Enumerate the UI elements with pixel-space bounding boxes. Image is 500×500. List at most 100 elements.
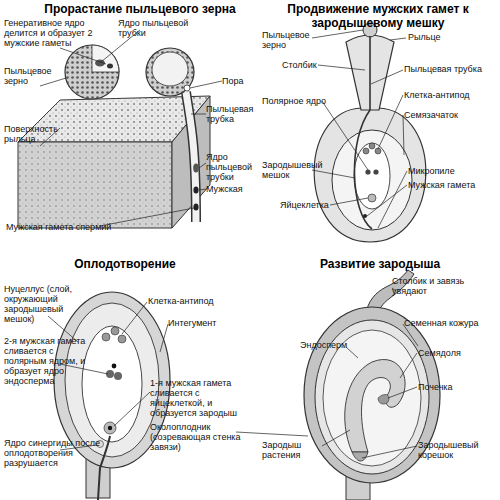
leader-line xyxy=(322,430,350,446)
stigma-block xyxy=(18,96,210,228)
part-label: Пыльцевое зерно xyxy=(4,66,59,86)
part-label: Семядоля xyxy=(418,348,488,358)
part-label: Столбик и завязь увядают xyxy=(392,276,496,296)
leader-line xyxy=(114,392,150,426)
panel-heading: Продвижение мужских гамет к зародышевому… xyxy=(262,3,494,31)
part-label: Мужская гамета спермий xyxy=(6,222,136,232)
part-label: Зародышевый мешок xyxy=(262,160,317,180)
part-label: Клетка-антипод xyxy=(148,296,238,306)
leader-line xyxy=(403,115,404,155)
leader-line xyxy=(160,324,168,352)
part-label: Интегумент xyxy=(168,318,238,328)
part-label: Почечка xyxy=(418,382,488,392)
part-label: Зародышевый корешок xyxy=(418,440,496,460)
part-label: Поверхность рыльца xyxy=(4,124,64,144)
part-label: Семенная кожура xyxy=(404,318,494,328)
panel-heading: Оплодотворение xyxy=(40,258,210,272)
pollen-grain xyxy=(146,48,194,96)
part-label: Пыльцевое зерно xyxy=(262,30,314,50)
part-label: 1-я мужская гамета сливается с яйцеклетк… xyxy=(150,378,248,418)
leader-line xyxy=(322,101,368,170)
pollen-spikes xyxy=(65,45,119,99)
leader-line xyxy=(330,198,368,205)
leader-line xyxy=(190,81,222,88)
leader-lines-panel-4 xyxy=(236,288,418,458)
leader-lines-panel-2 xyxy=(312,30,407,228)
leader-line xyxy=(60,48,106,64)
pollen-grain-left xyxy=(65,45,119,99)
leader-lines-panel-1 xyxy=(40,30,222,226)
part-label: Эндосперм xyxy=(300,340,360,350)
part-label: Нуцеллус (слой, окружающий зародышевый м… xyxy=(4,284,96,324)
egg-cell xyxy=(104,422,116,434)
part-label: Пора xyxy=(222,76,252,86)
panel-heading: Прорастание пыльцевого зерна xyxy=(40,3,240,17)
leader-line xyxy=(122,302,147,334)
egg-cell xyxy=(368,194,376,202)
leader-line xyxy=(378,171,407,228)
part-label: Ядро пыльцевой трубки xyxy=(118,18,218,38)
pollen-pore xyxy=(184,85,190,91)
part-label: Пыльцевая трубка xyxy=(206,104,250,124)
leader-line xyxy=(362,446,417,458)
antipodal-cell xyxy=(363,148,369,154)
leader-line xyxy=(371,70,403,84)
male-gamete xyxy=(193,204,198,211)
part-label: Ядро пыльцевой трубки xyxy=(206,152,250,182)
leader-line xyxy=(312,170,355,178)
pollen-grain xyxy=(65,45,119,99)
pollen-spikes xyxy=(146,48,194,96)
part-label: 2-я мужская гамета сливается с полярным … xyxy=(4,336,94,386)
stigma-front-face xyxy=(18,142,172,228)
part-label: Мужская xyxy=(206,184,250,194)
part-label: Мужская гамета xyxy=(408,180,493,190)
part-label: Околоплодник (созревающая стенка завязи) xyxy=(150,422,248,452)
part-label: Семязачаток xyxy=(404,110,494,120)
leader-line xyxy=(199,189,206,190)
nucellus xyxy=(65,303,159,457)
part-label: Яйцеклетка xyxy=(280,200,340,210)
pollen-tube-wall xyxy=(186,92,196,222)
tube-nucleus xyxy=(193,164,199,173)
pollen-grain-right xyxy=(146,48,199,222)
leader-line xyxy=(312,30,363,38)
radicle xyxy=(352,452,368,461)
leader-line xyxy=(390,38,406,40)
part-label: Полярное ядро xyxy=(262,96,342,106)
leader-line xyxy=(388,387,417,398)
leader-line xyxy=(346,347,358,358)
antipodal-cell xyxy=(118,335,126,343)
pollen-section xyxy=(152,52,188,86)
polar-nucleus xyxy=(365,169,370,174)
embryo-sac xyxy=(354,143,390,209)
male-gamete xyxy=(108,426,112,430)
pollen-tube xyxy=(186,92,196,222)
pistil xyxy=(314,23,426,242)
part-label: Генеративное ядро делится и образует 2 м… xyxy=(4,18,104,48)
polar-nucleus xyxy=(373,169,378,174)
leader-line xyxy=(236,432,308,436)
ovule xyxy=(332,130,412,230)
antipodal-cell xyxy=(111,327,119,335)
leader-line xyxy=(100,208,194,226)
part-label: Клетка-антипод xyxy=(404,90,494,100)
part-label: Рыльце xyxy=(408,32,468,42)
antipodal-cell xyxy=(102,333,110,341)
plumule xyxy=(378,395,389,405)
part-label: Микропиле xyxy=(408,166,488,176)
male-gamete xyxy=(363,214,367,218)
leader-line xyxy=(199,163,206,168)
leader-line xyxy=(191,114,206,115)
polar-nucleus xyxy=(114,372,122,380)
leader-line xyxy=(378,95,403,149)
panel-heading: Развитие зародыша xyxy=(290,258,470,272)
leader-line xyxy=(400,353,417,378)
embryo-sac xyxy=(82,326,142,442)
leader-line xyxy=(40,78,66,86)
stigma-front-texture xyxy=(18,142,172,228)
cotyledon xyxy=(345,359,405,452)
generative-nucleus xyxy=(107,64,113,69)
leader-line xyxy=(318,65,365,70)
